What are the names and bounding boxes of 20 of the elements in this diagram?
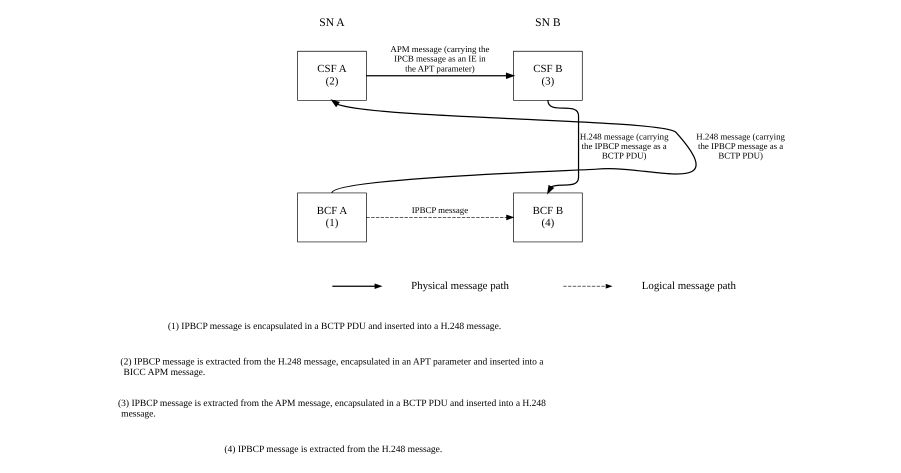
- node-box: CSF B (3): [512, 50, 582, 101]
- legend-label: Physical message path: [410, 280, 508, 292]
- arrow: [366, 72, 515, 79]
- node-box: CSF A (2): [296, 50, 366, 101]
- label: SN B: [534, 16, 560, 30]
- arrow: [330, 99, 696, 194]
- label: (2) IPBCP message is extracted from the H.248 message, encapsulated in an APT parameter and inserted into a BICC APM message.: [120, 358, 544, 378]
- arrow: [546, 100, 579, 195]
- node-box: BCF B (4): [512, 192, 582, 242]
- node-box: BCF A (1): [296, 192, 366, 242]
- label: (3) IPBCP message is extracted from the APM message, encapsulated in a BCTP PDU and inserted into a H.248 message.: [118, 399, 546, 420]
- edge-label: H.248 message (carrying the IPBCP message as a BCTP PDU): [696, 131, 784, 160]
- legend-label: Logical message path: [641, 280, 736, 292]
- edge-label: IPBCP message: [411, 204, 468, 215]
- label: SN A: [318, 16, 344, 30]
- label: (4) IPBCP message is extracted from the H.248 message.: [224, 445, 442, 456]
- label: (1) IPBCP message is encapsulated in a BCTP PDU and inserted into a H.248 message.: [167, 322, 501, 332]
- edge-label: H.248 message (carrying the IPBCP message as a BCTP PDU): [579, 131, 668, 160]
- arrow: [366, 214, 514, 220]
- edge-label: APM message (carrying the IPCB message as an IE in the APT parameter): [390, 44, 489, 74]
